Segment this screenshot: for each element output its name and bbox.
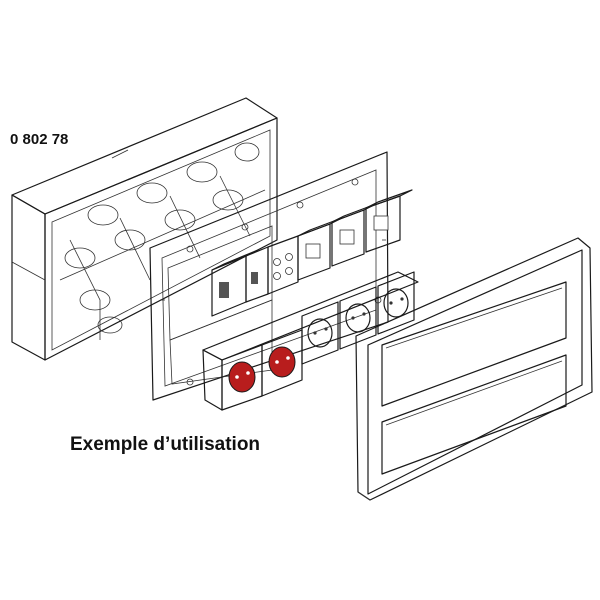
socket-white-3 [377,271,415,335]
socket-red-2 [261,329,303,397]
box-knockouts [59,142,266,340]
plate-window-bottom [381,354,567,475]
small-modules [211,235,299,317]
socket-white-2 [339,286,377,350]
caption: Exemple d’utilisation [70,434,261,455]
flush-mounting-box [11,97,278,361]
socket-white-1 [301,301,339,365]
switch-rocker-2 [251,272,258,284]
socket-strip [202,271,419,411]
cover-plate [355,237,593,501]
socket-red-1 [221,344,263,411]
rj45-modules [297,189,413,281]
plate-window-top [381,281,567,407]
switch-rocker-1 [219,282,229,298]
product-reference: 0 802 78 [10,131,69,148]
